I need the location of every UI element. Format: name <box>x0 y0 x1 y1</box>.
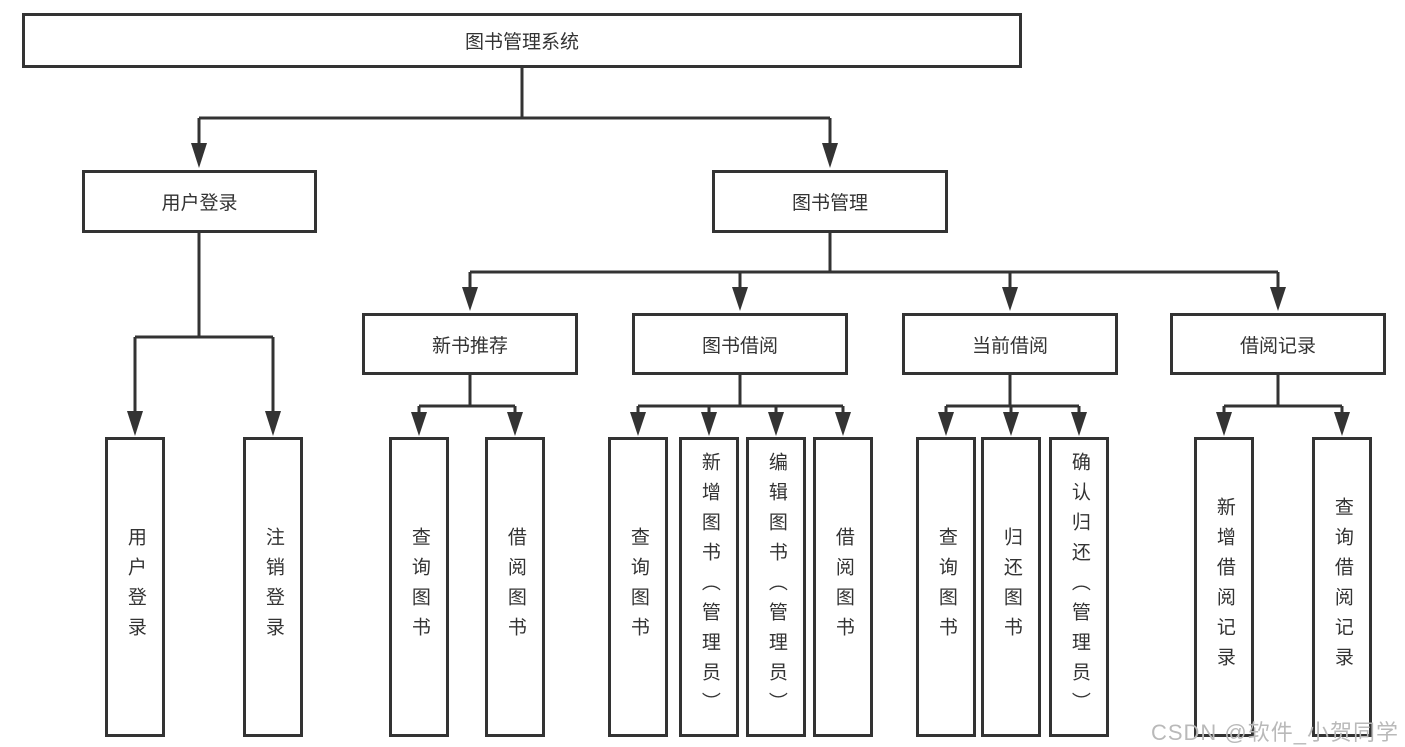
leaf-edit-books-admin: 编辑图书（管理员） <box>746 437 806 737</box>
node-user-login: 用户登录 <box>82 170 317 233</box>
node-label: 用户登录 <box>161 193 238 214</box>
arrowheads <box>127 143 1350 436</box>
node-label: 新书推荐 <box>431 335 508 357</box>
node-label: 确认归还（管理员） <box>1068 452 1090 722</box>
node-label: 查询图书 <box>627 527 649 647</box>
node-library-management-system: 图书管理系统 <box>22 13 1022 68</box>
leaf-query-borrow-record: 查询借阅记录 <box>1312 437 1372 737</box>
node-label: 图书管理 <box>791 193 868 214</box>
node-current-borrowing: 当前借阅 <box>902 313 1118 375</box>
node-label: 新增图书（管理员） <box>698 452 720 722</box>
node-label: 查询图书 <box>408 527 430 647</box>
node-label: 新增借阅记录 <box>1213 497 1235 677</box>
node-label: 查询图书 <box>935 527 957 647</box>
leaf-borrow-books-1: 借阅图书 <box>485 437 545 737</box>
node-label: 借阅图书 <box>504 527 526 647</box>
leaf-query-books-1: 查询图书 <box>389 437 449 737</box>
leaf-user-login: 用户登录 <box>105 437 165 737</box>
node-label: 图书管理系统 <box>464 32 579 53</box>
node-book-borrowing: 图书借阅 <box>632 313 848 375</box>
node-book-management: 图书管理 <box>712 170 948 233</box>
node-label: 当前借阅 <box>971 335 1048 357</box>
node-label: 注销登录 <box>262 527 284 647</box>
leaf-borrow-books-2: 借阅图书 <box>813 437 873 737</box>
leaf-query-books-2: 查询图书 <box>608 437 668 737</box>
leaf-add-borrow-record: 新增借阅记录 <box>1194 437 1254 737</box>
leaf-add-books-admin: 新增图书（管理员） <box>679 437 739 737</box>
node-borrowing-records: 借阅记录 <box>1170 313 1386 375</box>
node-new-book-recommend: 新书推荐 <box>362 313 578 375</box>
node-label: 查询借阅记录 <box>1331 497 1353 677</box>
leaf-logout: 注销登录 <box>243 437 303 737</box>
node-label: 编辑图书（管理员） <box>765 452 787 722</box>
leaf-confirm-return-admin: 确认归还（管理员） <box>1049 437 1109 737</box>
node-label: 借阅图书 <box>832 527 854 647</box>
node-label: 用户登录 <box>124 527 146 647</box>
node-label: 图书借阅 <box>701 335 778 357</box>
leaf-query-books-3: 查询图书 <box>916 437 976 737</box>
node-label: 借阅记录 <box>1239 335 1316 357</box>
leaf-return-books: 归还图书 <box>981 437 1041 737</box>
csdn-watermark: CSDN @软件_小贺同学 <box>1150 720 1399 745</box>
node-label: 归还图书 <box>1000 527 1022 647</box>
